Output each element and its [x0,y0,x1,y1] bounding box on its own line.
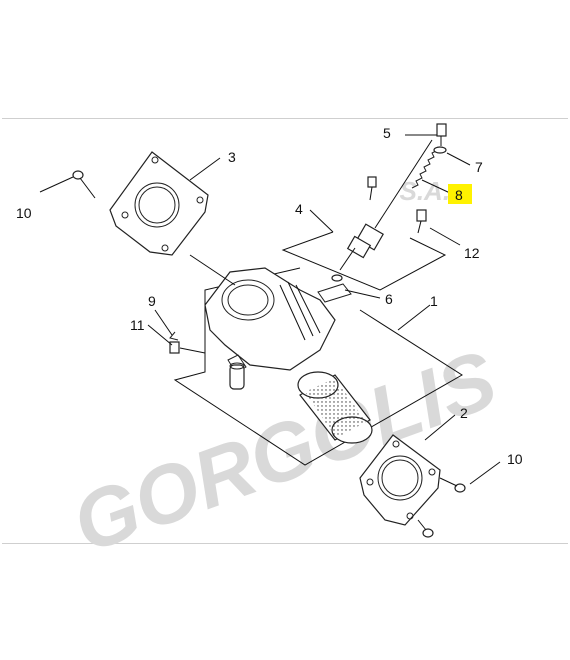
tensioner-assembly [317,139,433,303]
assembly-outline-4 [281,231,447,291]
oil-pipe-fitting [229,362,245,390]
callout-8[interactable]: 8 [455,187,463,203]
bolt-5 [433,123,447,154]
callout-5[interactable]: 5 [383,125,391,141]
callout-2[interactable]: 2 [460,405,468,421]
callout-12[interactable]: 12 [464,245,480,261]
leader-lines [39,134,501,485]
callout-3[interactable]: 3 [228,149,236,165]
assembly-outline-1 [173,267,463,466]
bolt-11 [169,331,206,354]
diagram-frame [2,118,568,544]
oil-filter [297,371,373,444]
watermark-suffix: S.A. [399,176,450,206]
cylinder-head-gasket [109,151,209,256]
bolt-10-bottom [417,477,466,538]
bolt-12 [416,209,427,234]
callout-1[interactable]: 1 [430,293,438,309]
callout-6[interactable]: 6 [385,291,393,307]
callout-4[interactable]: 4 [295,201,303,217]
callout-11[interactable]: 11 [130,317,145,333]
cylinder-base-gasket [359,434,441,526]
callout-10-bottom[interactable]: 10 [507,451,523,467]
callout-7[interactable]: 7 [475,159,483,175]
callout-labels: 1 2 3 4 5 6 7 8 9 10 10 11 12 [16,125,523,467]
spring-8 [411,149,439,189]
callout-9[interactable]: 9 [148,293,156,309]
callout-10-top[interactable]: 10 [16,205,32,221]
bolt-small-top [367,176,377,201]
cylinder-body [204,267,336,374]
bolt-10-top [72,170,96,199]
highlight-8 [448,184,472,204]
